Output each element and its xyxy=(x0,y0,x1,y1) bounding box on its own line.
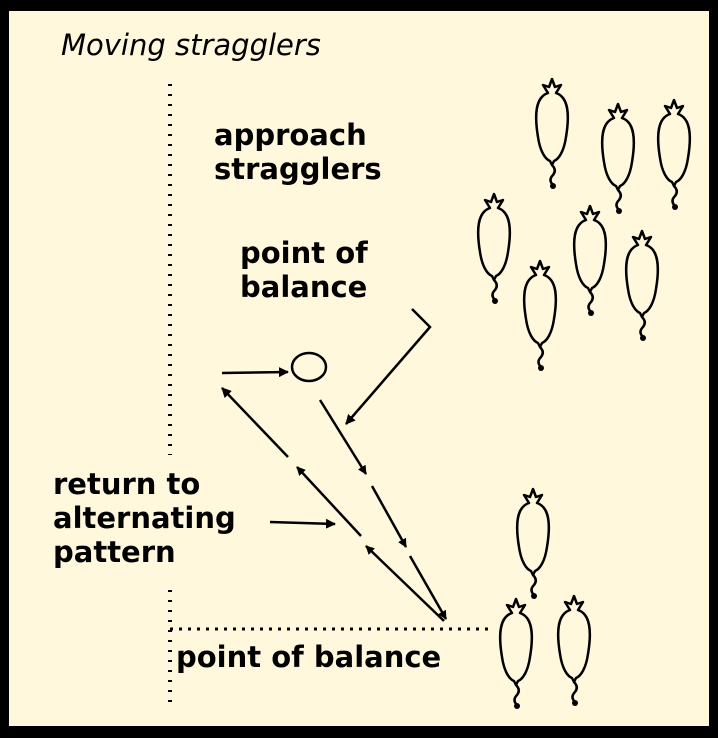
cow-icon xyxy=(558,596,590,706)
label-line: stragglers xyxy=(214,152,382,186)
ascend-arrow-3 xyxy=(222,388,288,457)
cow-icon xyxy=(524,261,556,371)
diagram-title: Moving stragglers xyxy=(61,28,321,62)
pob-pointer-arrow xyxy=(346,309,430,424)
approach-stragglers-label: approach stragglers xyxy=(214,118,382,186)
cow-icon xyxy=(602,104,634,214)
ascend-arrow-1 xyxy=(366,546,444,621)
cow-icon xyxy=(536,79,568,189)
cow-icon xyxy=(478,194,510,304)
label-line: alternating xyxy=(53,501,236,535)
point-of-balance-lower-label: point of balance xyxy=(176,640,441,674)
approach-arrow xyxy=(222,372,288,373)
descend-arrow-3 xyxy=(410,556,446,619)
label-line: balance xyxy=(240,270,368,304)
label-line: return to xyxy=(53,467,236,501)
cow-icon xyxy=(658,100,690,210)
point-of-balance-upper-label: point of balance xyxy=(240,236,368,304)
label-line: point of xyxy=(240,236,368,270)
handler-circle xyxy=(292,353,326,381)
descend-arrow-2 xyxy=(372,486,406,547)
label-line: approach xyxy=(214,118,382,152)
cow-icon xyxy=(517,489,549,599)
label-line: pattern xyxy=(53,535,236,569)
cow-icon xyxy=(626,231,658,341)
descend-arrow-1 xyxy=(320,400,366,474)
cow-icon xyxy=(500,599,532,709)
cow-icon xyxy=(574,206,606,316)
return-to-alternating-pattern-label: return to alternating pattern xyxy=(53,467,236,569)
return-pointer-arrow xyxy=(270,522,335,524)
ascend-arrow-2 xyxy=(297,467,361,536)
